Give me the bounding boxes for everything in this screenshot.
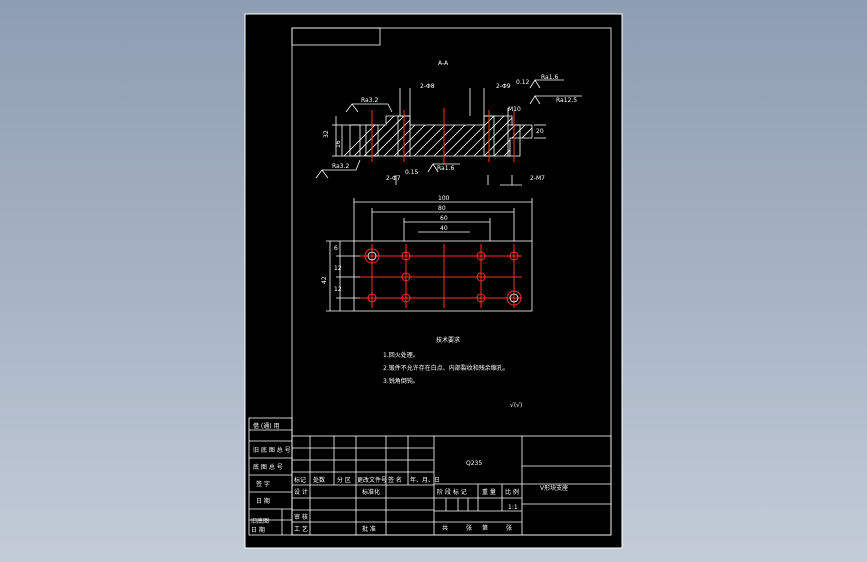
dim-40: 40	[440, 225, 448, 232]
ra-left-bottom: Ra3.2	[332, 163, 349, 170]
tech-req-item-3: 3.锐角倒钝。	[383, 377, 419, 385]
top-left-box	[291, 27, 381, 46]
tb-role-process: 工 艺	[294, 525, 308, 533]
dim-2-phi7: 2-Φ7	[386, 175, 401, 182]
tb-role-design: 设 计	[294, 488, 308, 496]
ra-top-right-1: Ra1.6	[541, 74, 558, 81]
side-strip	[248, 417, 293, 536]
tb-role-standard: 标准化	[362, 488, 380, 496]
dim-80: 80	[438, 205, 446, 212]
dim-6: 6	[334, 245, 338, 252]
ra-bottom-mid: Ra1.6	[437, 165, 454, 172]
section-label: A-A	[438, 60, 449, 67]
tb-stage-2: 重 量	[482, 488, 496, 496]
section-hatch	[342, 116, 532, 156]
dim-16: 16	[335, 140, 342, 148]
dim-2-phi9: 2-Φ9	[496, 83, 511, 90]
dim-2-m7: 2-M7	[530, 175, 545, 182]
drawing-sheet	[244, 13, 623, 549]
title-block	[291, 435, 612, 536]
dim-side-20: 20	[536, 128, 544, 135]
plan-view	[326, 198, 533, 312]
side-strip-bottom-2: 日 期	[251, 526, 265, 534]
dim-32: 32	[323, 130, 330, 138]
tb-header-1: 标记	[294, 476, 306, 484]
tb-role-review: 审 核	[294, 513, 308, 521]
tb-stage-3: 比 例	[505, 488, 519, 496]
tech-req-item-1: 1.回火处理。	[383, 351, 419, 359]
tb-header-2: 处数	[313, 476, 325, 484]
tb-header-3: 分 区	[337, 476, 351, 484]
tb-header-6: 年、月、日	[410, 476, 440, 484]
side-strip-5: 日 期	[256, 497, 270, 505]
tb-sheet-3: 第	[482, 524, 488, 532]
tb-header-5: 签 名	[388, 476, 402, 484]
tech-req-item-2: 2.锻件不允许存在白点、内部裂纹和残余缩孔。	[383, 364, 509, 372]
dim-60: 60	[440, 215, 448, 222]
scale-label: 1:1	[508, 504, 518, 511]
roughness-note: √(√)	[510, 402, 522, 409]
side-strip-2: 旧 底 图 总 号	[253, 446, 291, 454]
dim-0-15: 0.15	[405, 169, 419, 176]
dim-2-phi8: 2-Φ8	[420, 83, 435, 90]
material-label: Q235	[466, 460, 482, 467]
tb-role-approve: 批 准	[362, 525, 376, 533]
ra-left-top: Ra3.2	[361, 97, 378, 104]
side-strip-1: 借 (通) 用	[253, 422, 280, 430]
tech-req-title: 技术要求	[436, 336, 460, 344]
ra-top-right-2: Ra12.5	[556, 97, 577, 104]
dim-100: 100	[438, 195, 450, 202]
dim-0-12: 0.12	[516, 79, 530, 86]
side-strip-4: 签 字	[256, 480, 270, 488]
tb-header-4: 更改文件号	[357, 476, 387, 484]
dim-12b: 12	[334, 286, 342, 293]
dim-12a: 12	[334, 265, 342, 272]
side-strip-3: 底 图 总 号	[253, 463, 283, 471]
part-name-label: V形块支座	[540, 484, 568, 492]
tb-sheet-4: 张	[506, 524, 512, 532]
tb-stage-1: 阶 段 标 记	[437, 488, 467, 496]
side-strip-bottom-1: 旧底图	[251, 517, 269, 525]
dim-m10: M10	[508, 106, 521, 113]
dim-42: 42	[321, 276, 328, 284]
tb-sheet-1: 共	[442, 524, 448, 532]
tb-sheet-2: 张	[466, 524, 472, 532]
section-view	[315, 79, 582, 186]
